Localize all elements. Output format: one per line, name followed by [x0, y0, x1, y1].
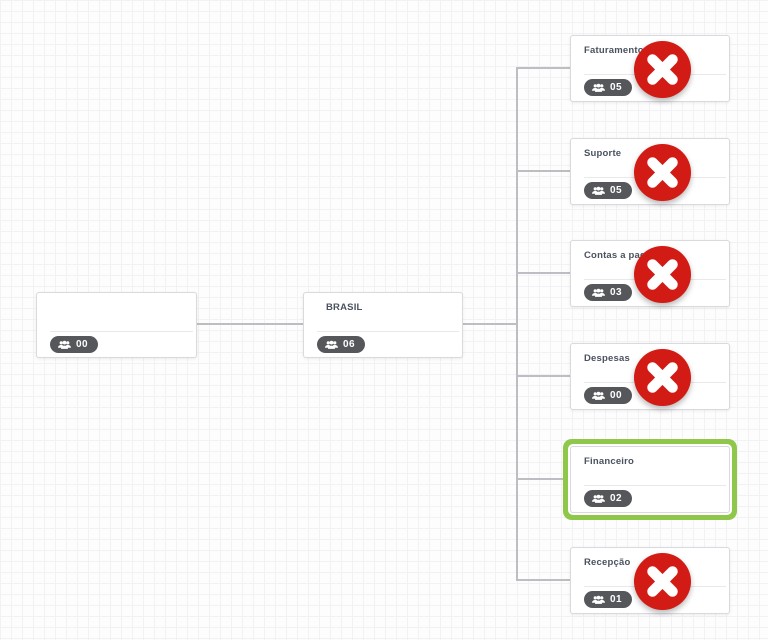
members-count: 00	[76, 338, 89, 350]
users-group-icon	[592, 391, 605, 400]
delete-button[interactable]	[634, 349, 691, 406]
connector-line	[517, 272, 570, 274]
node-title: Suporte	[584, 148, 622, 159]
users-group-icon	[592, 595, 605, 604]
org-node-root[interactable]: 00	[36, 292, 197, 358]
org-node-suporte[interactable]: Suporte 05	[570, 138, 730, 205]
node-title: Contas a pagar	[584, 250, 656, 261]
connector-line	[197, 323, 303, 325]
close-x-icon	[647, 566, 678, 597]
delete-button[interactable]	[634, 246, 691, 303]
users-group-icon	[592, 494, 605, 503]
members-count: 03	[610, 286, 623, 298]
node-title: BRASIL	[326, 302, 363, 313]
org-node-brasil[interactable]: BRASIL 06	[303, 292, 463, 358]
close-x-icon	[647, 259, 678, 290]
connector-line	[517, 67, 570, 69]
members-count-badge: 01	[584, 591, 633, 608]
connector-line	[517, 478, 570, 480]
close-x-icon	[647, 362, 678, 393]
node-title: Despesas	[584, 353, 630, 364]
node-title: Faturamento	[584, 45, 644, 56]
org-node-faturamento[interactable]: Faturamento 05	[570, 35, 730, 102]
connector-line	[517, 579, 570, 581]
connector-trunk-line	[516, 67, 518, 581]
members-count-badge: 06	[317, 336, 366, 353]
node-title: Financeiro	[584, 456, 635, 467]
connector-line	[517, 170, 570, 172]
org-node-despesas[interactable]: Despesas 00	[570, 343, 730, 410]
members-count-badge: 05	[584, 79, 633, 96]
node-divider	[317, 331, 459, 332]
close-x-icon	[647, 157, 678, 188]
connector-line	[463, 323, 517, 325]
node-divider	[584, 485, 726, 486]
members-count-badge: 00	[584, 387, 633, 404]
members-count: 00	[610, 389, 623, 401]
org-node-financeiro[interactable]: Financeiro 02	[570, 446, 730, 513]
node-divider	[50, 331, 193, 332]
members-count: 05	[610, 184, 623, 196]
users-group-icon	[592, 288, 605, 297]
members-count: 01	[610, 593, 623, 605]
delete-button[interactable]	[634, 41, 691, 98]
users-group-icon	[325, 340, 338, 349]
org-node-recepcao[interactable]: Recepção 01	[570, 547, 730, 614]
members-count: 06	[343, 338, 356, 350]
members-count: 02	[610, 492, 623, 504]
connector-line	[517, 375, 570, 377]
users-group-icon	[592, 186, 605, 195]
close-x-icon	[647, 54, 678, 85]
users-group-icon	[58, 340, 71, 349]
members-count: 05	[610, 81, 623, 93]
node-title: Recepção	[584, 557, 631, 568]
org-node-contas-a-pagar[interactable]: Contas a pagar 03	[570, 240, 730, 307]
members-count-badge: 05	[584, 182, 633, 199]
delete-button[interactable]	[634, 553, 691, 610]
members-count-badge: 03	[584, 284, 633, 301]
delete-button[interactable]	[634, 144, 691, 201]
users-group-icon	[592, 83, 605, 92]
members-count-badge: 00	[50, 336, 99, 353]
members-count-badge: 02	[584, 490, 633, 507]
